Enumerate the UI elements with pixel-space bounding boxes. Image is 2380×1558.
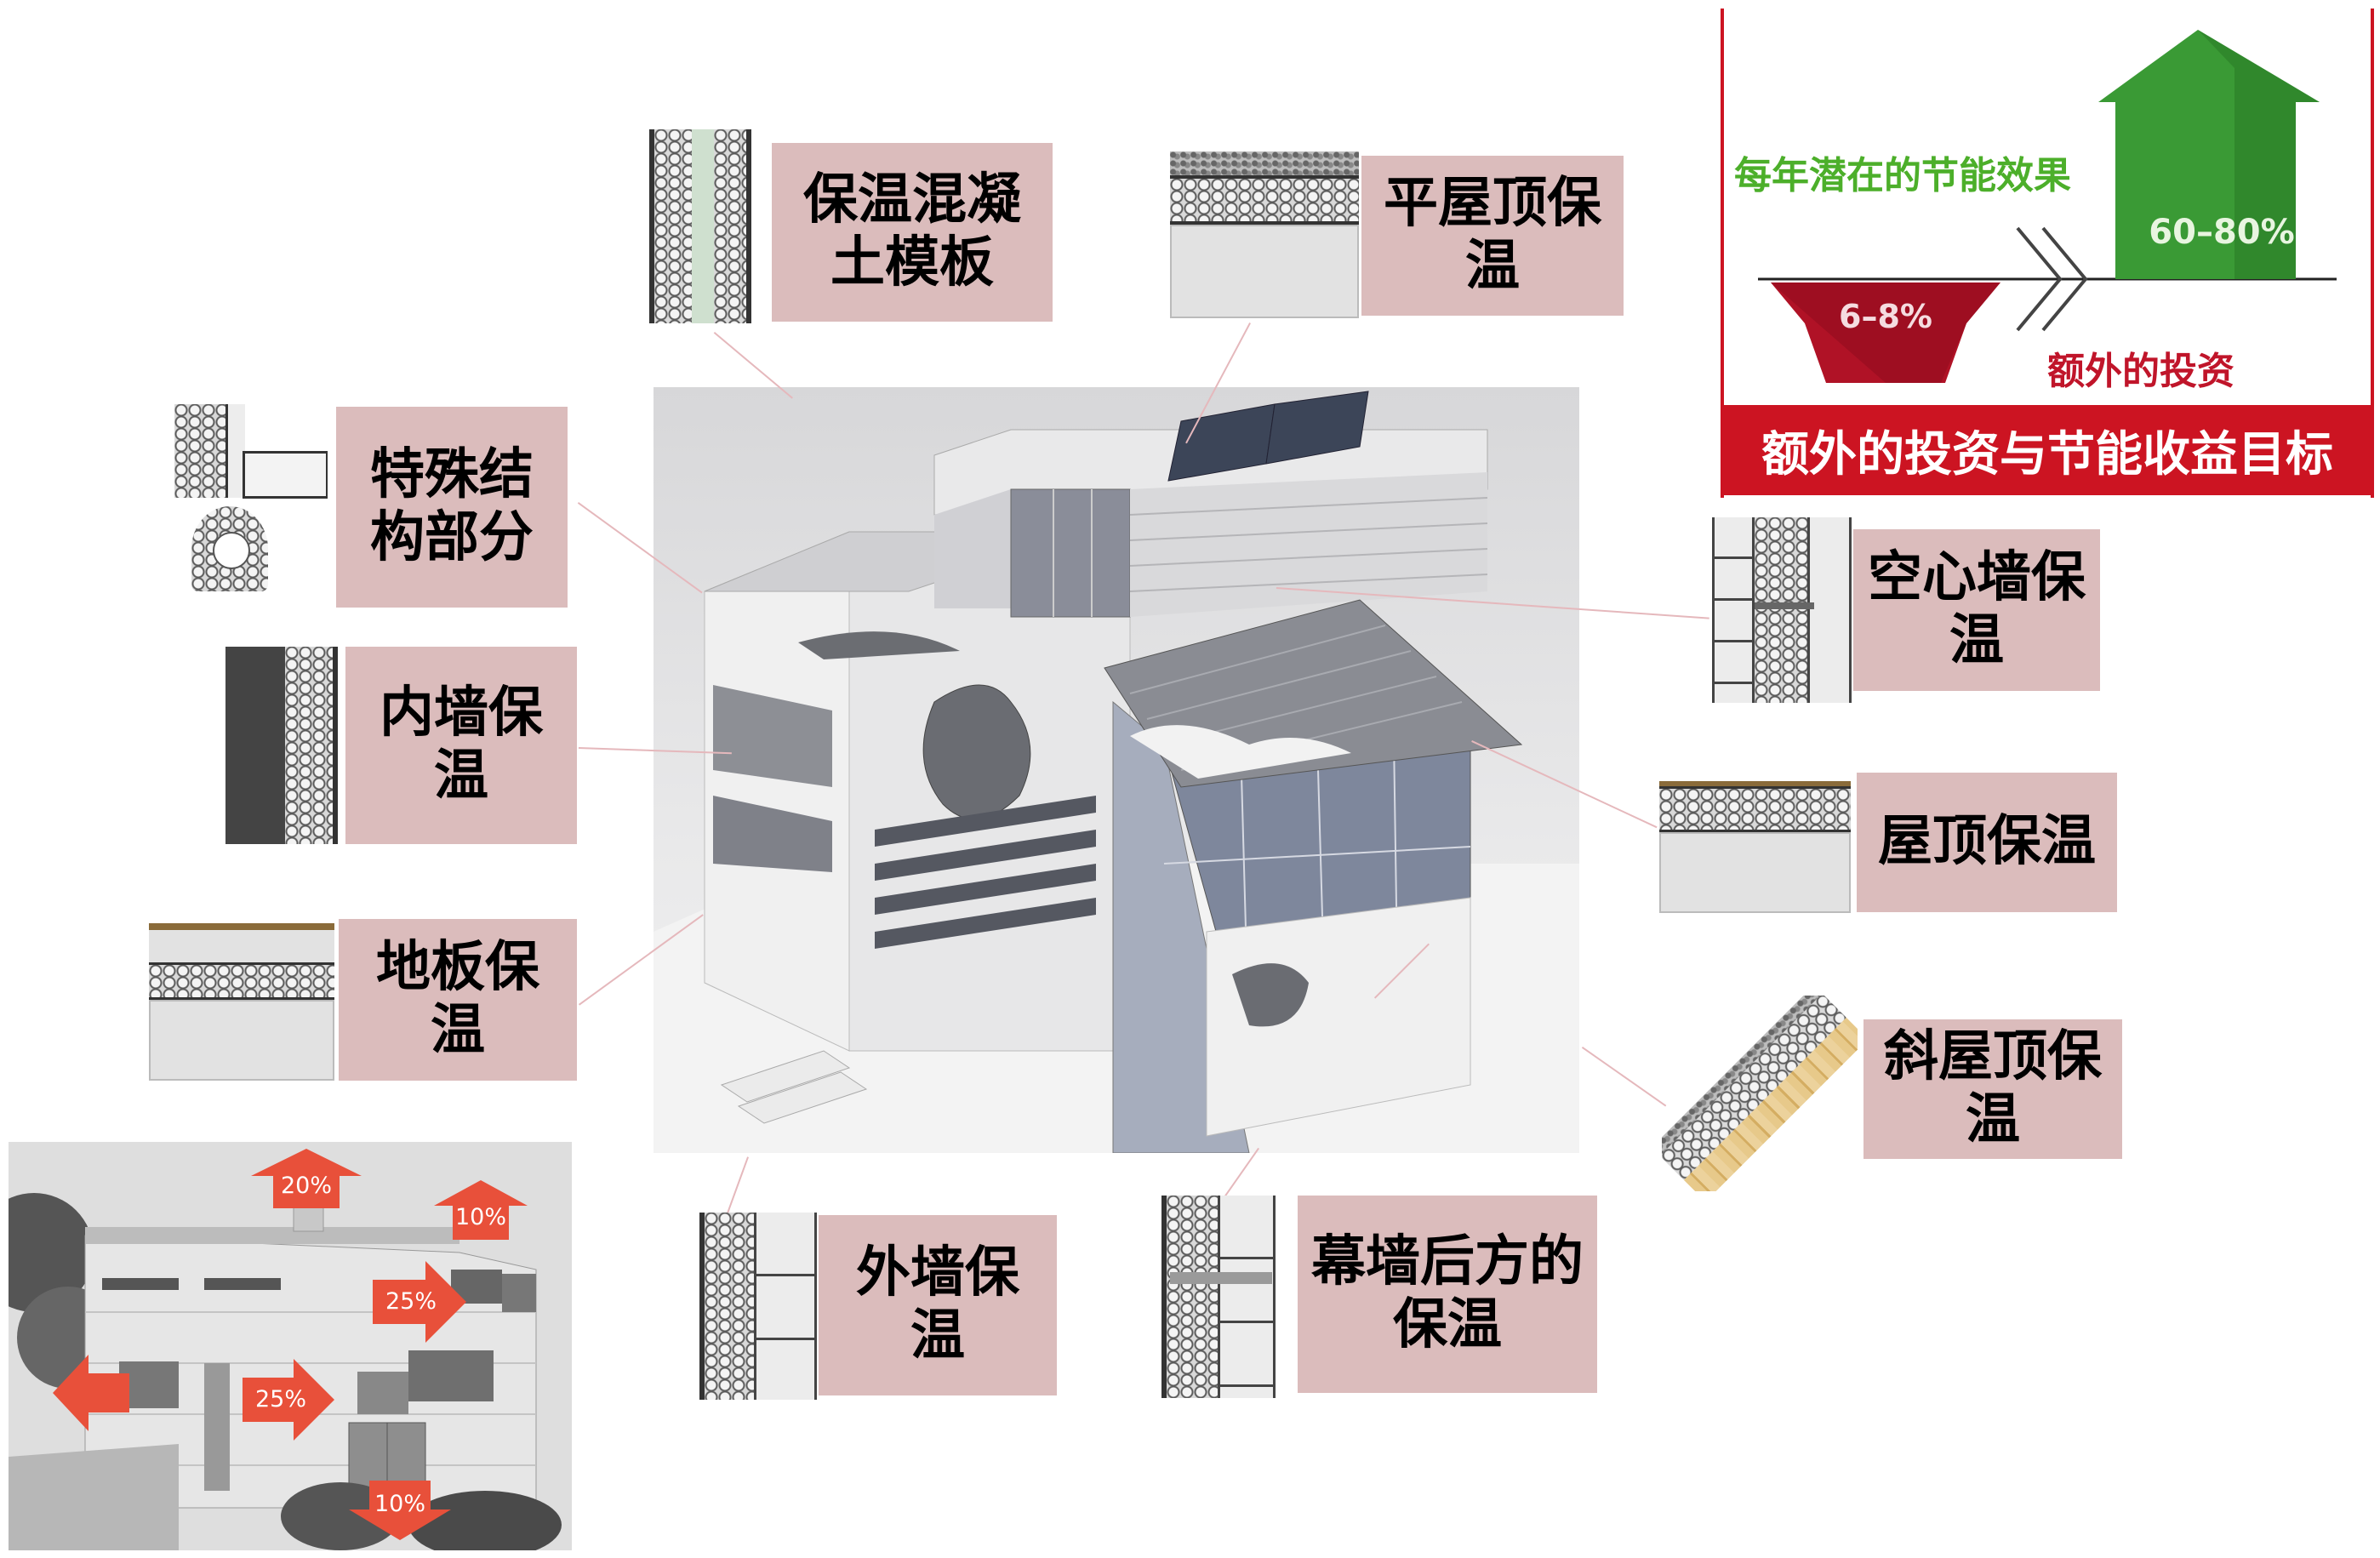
label-curtain-wall: 幕墙后方的 保温 [1298, 1196, 1597, 1393]
house-drawing [654, 391, 1579, 1154]
label-roof: 屋顶保温 [1857, 773, 2117, 912]
heat-loss-label: 10% [374, 1491, 425, 1517]
heat-loss-arrow-floor: 10% [349, 1481, 451, 1540]
house-illustration [654, 387, 1579, 1154]
savings-value: 60–80% [2149, 213, 2295, 252]
floor-swatch [149, 923, 334, 1081]
heat-loss-arrow-wall-lower: 25% [243, 1359, 334, 1441]
roof-swatch [1659, 781, 1851, 913]
heat-loss-arrow-wall-upper: 25% [373, 1261, 466, 1343]
extra-cost-value: 6–8% [1839, 298, 1932, 335]
label-cavity-wall: 空心墙保 温 [1853, 529, 2100, 691]
cavity-wall-swatch [1712, 517, 1852, 703]
heat-loss-arrow-roof-right: 10% [434, 1180, 528, 1240]
heat-loss-label: 25% [385, 1288, 437, 1315]
extra-investment-label: 额外的投资 [2047, 350, 2234, 393]
label-exterior-wall: 外墙保温 [819, 1215, 1057, 1395]
heat-loss-arrow-side [53, 1355, 129, 1431]
heat-loss-label: 25% [254, 1386, 306, 1412]
connector-line [1581, 1047, 1667, 1107]
label-special-structure: 特殊结 构部分 [336, 407, 568, 608]
investment-panel: 每年潜在的节能效果 60–80% 6–8% 额外的投资 额外的投资与节能收益目标 [1721, 9, 2374, 498]
label-concrete-formwork: 保温混凝 土模板 [772, 143, 1053, 322]
curtain-wall-swatch [1161, 1196, 1281, 1398]
concrete-formwork-swatch [649, 129, 751, 323]
investment-graphic [1758, 30, 2337, 383]
pitched-roof-swatch [1662, 996, 1858, 1191]
label-pitched-roof: 斜屋顶保 温 [1863, 1019, 2122, 1159]
heat-loss-arrow-roof-left: 20% [251, 1149, 362, 1208]
special-structure-swatch [166, 404, 328, 600]
heat-loss-label: 20% [280, 1173, 332, 1199]
flat-roof-swatch [1170, 151, 1359, 318]
investment-banner: 额外的投资与节能收益目标 [1721, 405, 2374, 495]
heat-loss-photo: 20% 10% 25% 25% 10% [9, 1142, 572, 1550]
label-floor: 地板保温 [339, 919, 577, 1081]
heat-loss-label: 10% [454, 1204, 506, 1230]
interior-wall-swatch [225, 647, 338, 844]
label-interior-wall: 内墙保温 [345, 647, 577, 844]
savings-label: 每年潜在的节能效果 [1734, 154, 2071, 197]
label-flat-roof: 平屋顶保 温 [1361, 156, 1624, 316]
exterior-wall-swatch [699, 1213, 817, 1400]
